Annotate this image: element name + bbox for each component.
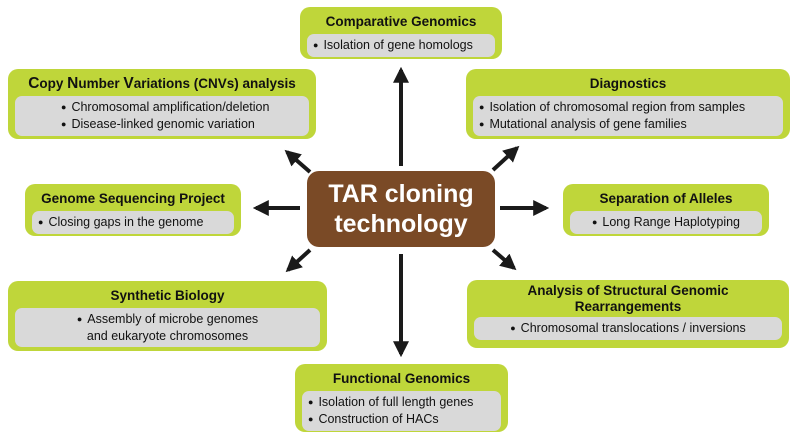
box-title: Copy Number Variations (CNVs) analysis [15,75,309,92]
box-panel: Chromosomal translocations / inversions [474,317,782,340]
list-item: Closing gaps in the genome [38,214,228,231]
list-item: Assembly of microbe genomes [21,311,314,328]
title-part: umber [78,76,124,91]
list-item: Isolation of chromosomal region from sam… [479,99,777,116]
title-initial-v: V [123,75,134,92]
list-item: Isolation of gene homologs [313,37,489,54]
box-panel: Chromosomal amplification/deletion Disea… [15,96,309,136]
box-panel: Isolation of chromosomal region from sam… [473,96,783,136]
list-item: Chromosomal translocations / inversions [480,320,776,337]
title-line-2: Rearrangements [574,299,682,314]
title-initial-n: N [67,75,79,92]
box-diagnostics: Diagnostics Isolation of chromosomal reg… [466,69,790,139]
center-line-2: technology [334,210,468,238]
arrow-to-cnv [284,149,312,174]
list-item: Isolation of full length genes [308,394,495,411]
title-part: opy [39,76,68,91]
box-title: Genome Sequencing Project [41,191,225,206]
list-item: Chromosomal amplification/deletion [61,99,303,116]
box-title: Synthetic Biology [110,288,225,303]
box-title: Separation of Alleles [599,191,733,206]
arrow-to-structural [491,248,517,271]
arrow-to-synthetic-biology [285,248,312,273]
list-item-continuation: and eukaryote chromosomes [86,329,249,343]
list-item: Long Range Haplotyping [576,214,756,231]
box-cnv: Copy Number Variations (CNVs) analysis C… [8,69,316,139]
title-initial-c: C [28,75,40,92]
box-synthetic-biology: Synthetic Biology Assembly of microbe ge… [8,281,327,351]
box-panel: Isolation of full length genes Construct… [302,391,501,431]
box-title: Analysis of Structural Genomic Rearrange… [474,283,782,315]
box-structural: Analysis of Structural Genomic Rearrange… [467,280,789,348]
box-comparative-genomics: Comparative Genomics Isolation of gene h… [300,7,502,59]
box-panel: Isolation of gene homologs [307,34,495,57]
box-functional-genomics: Functional Genomics Isolation of full le… [295,364,508,432]
center-line-1: TAR cloning [328,180,474,208]
list-item: Disease-linked genomic variation [61,116,303,133]
title-part: ariations (CNVs) analysis [133,76,296,91]
box-panel: Closing gaps in the genome [32,211,234,234]
box-title: Functional Genomics [332,371,471,386]
box-genome-sequencing: Genome Sequencing Project Closing gaps i… [25,184,241,236]
arrow-to-diagnostics [491,145,520,172]
title-line-1: Analysis of Structural Genomic [527,283,729,298]
list-item: Construction of HACs [308,411,495,428]
box-separation-alleles: Separation of Alleles Long Range Haploty… [563,184,769,236]
box-panel: Assembly of microbe genomes and eukaryot… [15,308,320,347]
box-panel: Long Range Haplotyping [570,211,762,234]
box-title: Comparative Genomics [325,14,477,29]
center-node: TAR cloning technology [307,171,495,247]
list-item: Mutational analysis of gene families [479,116,777,133]
box-title: Diagnostics [589,76,667,91]
